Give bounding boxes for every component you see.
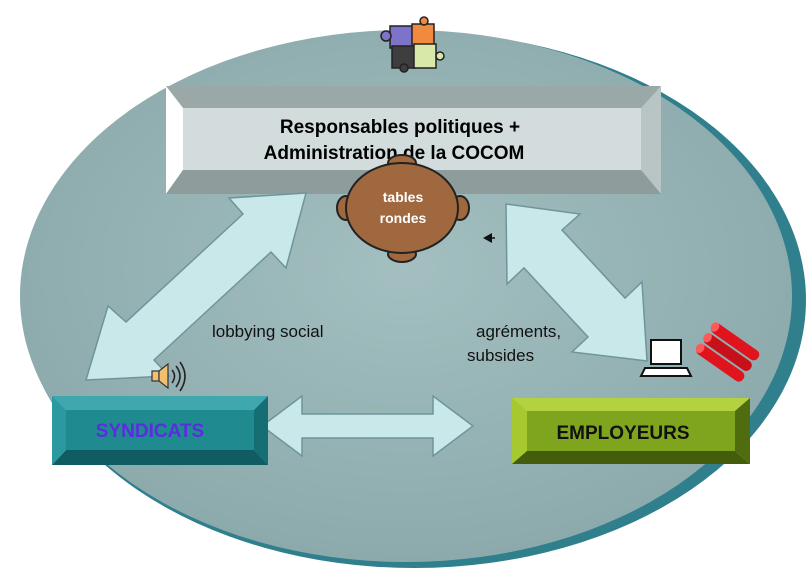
annotation-lobbying: lobbying social bbox=[212, 322, 324, 341]
top-box-line1: Responsables politiques + bbox=[280, 117, 520, 138]
syndicats-label: SYNDICATS bbox=[96, 421, 204, 442]
puzzle-icon bbox=[380, 16, 445, 73]
arrow-left-diagonal bbox=[84, 192, 307, 381]
table-line1: tables bbox=[383, 189, 424, 205]
top-box-line2: Administration de la COCOM bbox=[264, 143, 525, 164]
table-line2: rondes bbox=[380, 210, 427, 226]
arrow-horizontal bbox=[260, 394, 475, 458]
employeurs-box: EMPLOYEURS bbox=[512, 398, 750, 464]
syndicats-box: SYNDICATS bbox=[52, 396, 268, 465]
cursor-icon bbox=[483, 233, 495, 243]
annotation-agrements-line1: agréments, bbox=[476, 322, 561, 341]
round-table: tables rondes bbox=[336, 154, 470, 263]
speaker-icon bbox=[151, 361, 186, 392]
laptop-icon bbox=[639, 339, 693, 377]
employeurs-label: EMPLOYEURS bbox=[556, 423, 689, 444]
arrow-right-diagonal bbox=[505, 203, 648, 362]
red-bundle-icon bbox=[695, 322, 760, 382]
annotation-agrements-line2: subsides bbox=[467, 346, 534, 365]
